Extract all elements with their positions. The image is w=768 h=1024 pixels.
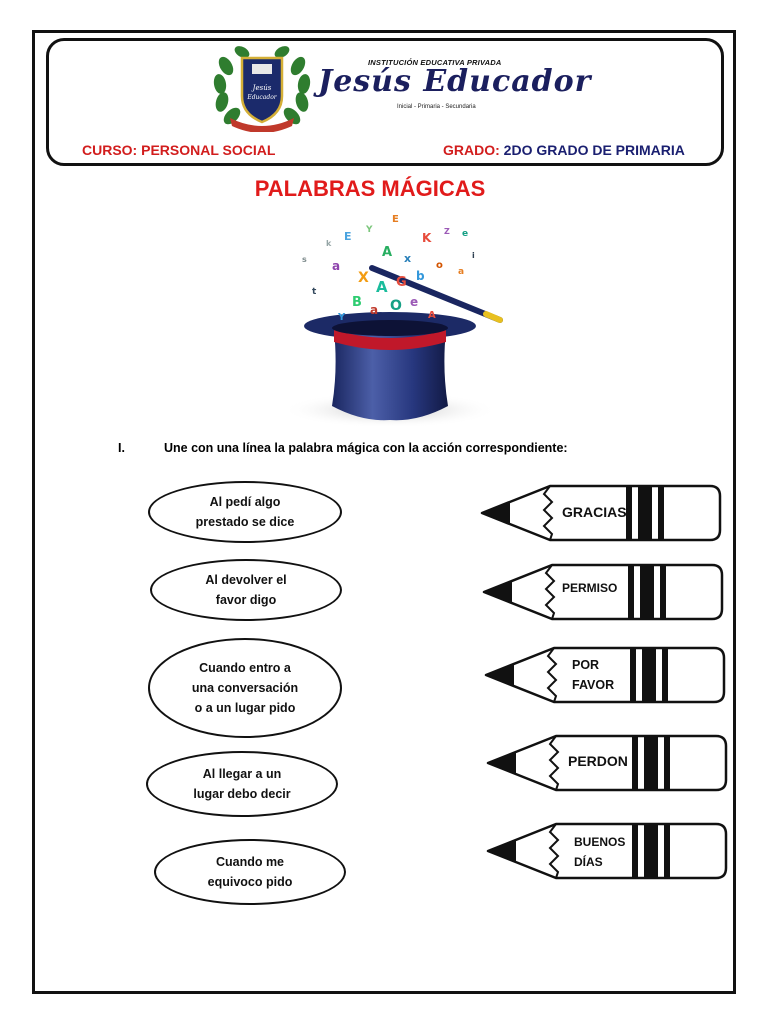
svg-text:o: o [436,260,443,271]
svg-text:s: s [302,255,307,264]
svg-text:e: e [410,295,418,309]
institution-type: INSTITUCIÓN EDUCATIVA PRIVADA [368,58,502,67]
pencil-word-3[interactable]: POR FAVOR [484,646,728,704]
magic-hat-illustration: E Y E K Z e A x a X A G b o B a O e t s … [282,214,503,428]
svg-text:K: K [422,231,432,245]
institution-levels: Inicial - Primaria - Secundaria [397,104,476,110]
pencil-icon [480,484,722,542]
svg-text:a: a [458,267,464,277]
course-label: CURSO: [82,142,138,158]
header [46,38,724,166]
course-line: CURSO: PERSONAL SOCIAL [82,142,275,158]
grade-line: GRADO: 2DO GRADO DE PRIMARIA [443,142,685,158]
pencil-icon [486,734,728,792]
action-text: Al llegar a un lugar debo decir [193,767,291,801]
pencil-icon [486,822,728,880]
svg-text:Educador: Educador [246,94,277,101]
magic-word: POR FAVOR [572,658,615,692]
svg-text:k: k [326,239,332,248]
action-text: Cuando entro a una conversación o a un l… [191,661,299,715]
pencil-word-4[interactable]: PERDON [486,734,730,792]
pencil-word-2[interactable]: PERMISO [482,563,726,621]
instruction-number: I. [118,441,125,455]
magic-word: GRACIAS [562,504,627,520]
course-value: PERSONAL SOCIAL [141,142,276,158]
svg-text:G: G [396,275,407,290]
svg-text:B: B [352,295,362,310]
magic-word: BUENOS DÍAS [574,835,626,869]
svg-text:E: E [392,214,399,225]
page-border [32,30,736,994]
instruction-text: Une con una línea la palabra mágica con … [164,441,568,455]
svg-text:a: a [370,303,378,317]
action-oval-1[interactable]: Al pedí algo prestado se dice [148,481,342,543]
pencil-word-5[interactable]: BUENOS DÍAS [486,822,730,880]
svg-text:O: O [390,298,402,314]
svg-text:Z: Z [444,227,450,236]
grade-value: 2DO GRADO DE PRIMARIA [503,142,685,158]
svg-text:Y: Y [365,225,373,235]
svg-text:A: A [382,245,392,260]
action-oval-4[interactable]: Al llegar a un lugar debo decir [146,751,338,817]
svg-text:A: A [376,278,388,296]
page-title: PALABRAS MÁGICAS [254,176,486,201]
pencil-word-1[interactable]: GRACIAS [480,484,724,542]
school-crest-logo: Jesús Educador [213,46,311,132]
grade-label: GRADO: [443,142,500,158]
svg-text:a: a [332,259,340,273]
magic-word: PERDON [568,753,628,769]
svg-text:t: t [312,287,317,297]
institution-name: Jesús Educador [318,64,592,99]
pencil-icon [484,646,726,704]
action-text: Al pedí algo prestado se dice [195,495,295,529]
action-text: Al devolver el favor digo [205,573,287,607]
svg-text:e: e [462,229,468,239]
svg-text:i: i [472,251,475,260]
svg-text:b: b [416,269,425,283]
magic-word: PERMISO [562,581,618,595]
action-oval-3[interactable]: Cuando entro a una conversación o a un l… [148,638,342,738]
action-oval-2[interactable]: Al devolver el favor digo [150,559,342,621]
svg-text:Y: Y [337,312,346,323]
svg-text:X: X [358,270,369,286]
pencil-icon [482,563,724,621]
crest-text: Jesús [251,84,272,92]
svg-text:x: x [404,252,411,265]
action-oval-5[interactable]: Cuando me equivoco pido [154,839,346,905]
svg-text:A: A [428,310,436,321]
action-text: Cuando me equivoco pido [207,855,293,889]
svg-text:E: E [344,230,352,243]
